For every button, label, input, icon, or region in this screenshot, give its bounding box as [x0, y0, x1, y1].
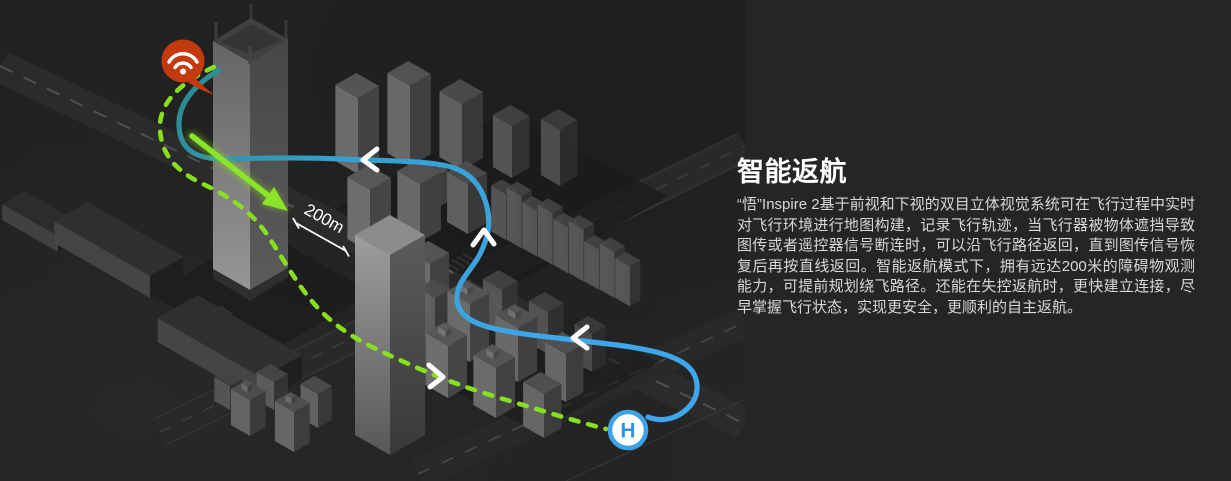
return-arrow-icon — [187, 131, 288, 211]
feature-description: “悟”Inspire 2基于前视和下视的双目立体视觉系统可在飞行过程中实时对飞行… — [737, 196, 1195, 316]
route-chevron-icons — [360, 146, 590, 390]
center-tall-building — [355, 215, 425, 455]
city-return-route-illustration: 200m H — [0, 0, 745, 481]
chevron-right-icon — [426, 362, 446, 390]
feature-text-panel: 智能返航 “悟”Inspire 2基于前视和下视的双目立体视觉系统可在飞行过程中… — [737, 156, 1195, 318]
chevron-left-icon — [570, 324, 590, 351]
home-marker-label: H — [620, 420, 635, 443]
chevron-left-icon — [360, 146, 380, 173]
wifi-signal-icon — [161, 39, 215, 95]
feature-title: 智能返航 — [737, 157, 847, 187]
recorded-flight-route-path — [157, 64, 609, 432]
chevron-up-icon — [470, 227, 497, 248]
signal-tower-building — [213, 4, 288, 301]
home-point-marker: H — [607, 409, 649, 451]
